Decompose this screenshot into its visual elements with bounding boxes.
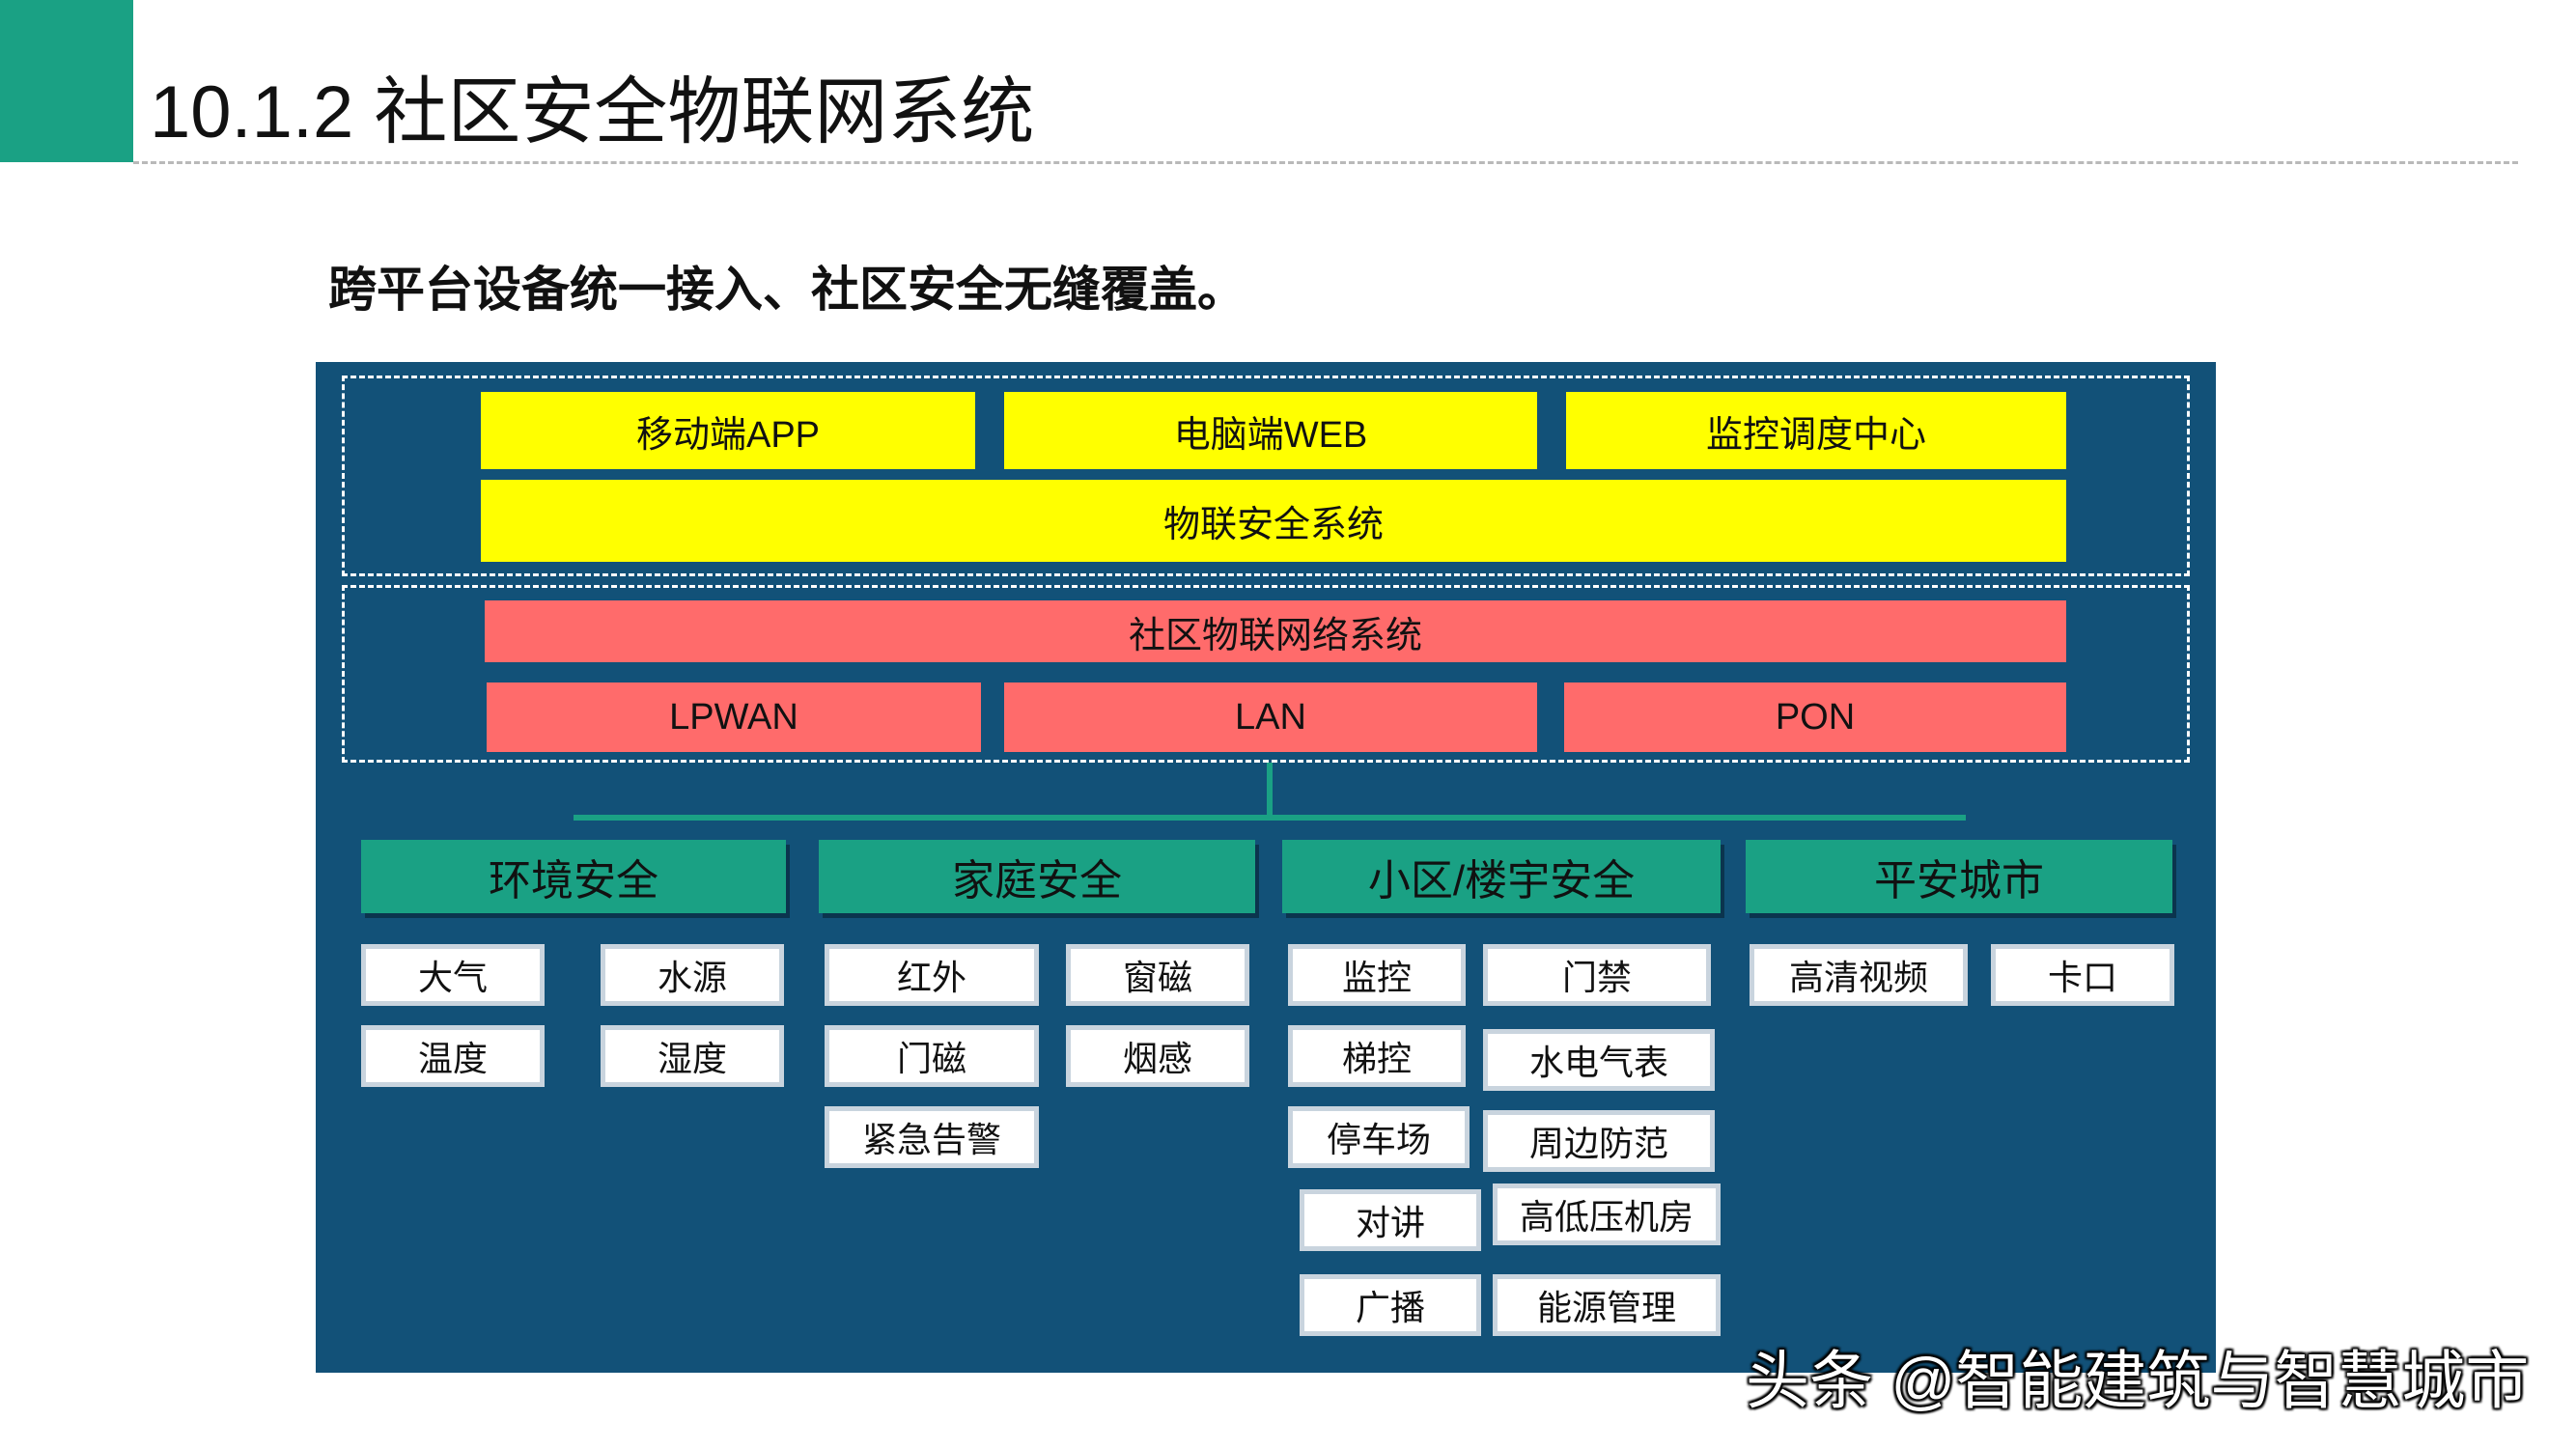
category-safe-city: 平安城市	[1746, 840, 2172, 913]
item-door-magnet: 门磁	[825, 1025, 1039, 1087]
connector-horizontal	[574, 815, 1966, 821]
app-web: 电脑端WEB	[1004, 392, 1537, 469]
title-divider	[133, 161, 2518, 164]
item-checkpoint: 卡口	[1991, 944, 2174, 1006]
community-iot-network: 社区物联网络系统	[485, 600, 2066, 662]
category-community-building: 小区/楼宇安全	[1282, 840, 1721, 913]
item-broadcast: 广播	[1300, 1274, 1481, 1336]
item-utility-meters: 水电气表	[1483, 1029, 1715, 1091]
item-window-magnet: 窗磁	[1066, 944, 1249, 1006]
item-hd-video: 高清视频	[1750, 944, 1968, 1006]
item-humidity: 湿度	[601, 1025, 784, 1087]
network-lan: LAN	[1004, 682, 1537, 752]
page-subtitle: 跨平台设备统一接入、社区安全无缝覆盖。	[328, 263, 1246, 317]
page-title: 10.1.2 社区安全物联网系统	[150, 71, 1035, 153]
category-home: 家庭安全	[819, 840, 1255, 913]
item-power-room: 高低压机房	[1493, 1183, 1721, 1245]
network-pon: PON	[1564, 682, 2066, 752]
accent-bar	[0, 0, 133, 162]
item-perimeter-defense: 周边防范	[1483, 1110, 1715, 1172]
network-layer-group	[342, 585, 2190, 763]
app-monitor-center: 监控调度中心	[1566, 392, 2066, 469]
item-access-control: 门禁	[1483, 944, 1711, 1006]
watermark: 头条 @智能建筑与智慧城市	[1746, 1345, 2530, 1416]
item-smoke-detector: 烟感	[1066, 1025, 1249, 1087]
item-parking-lot: 停车场	[1288, 1106, 1470, 1168]
item-temperature: 温度	[361, 1025, 545, 1087]
item-elevator-control: 梯控	[1288, 1025, 1466, 1087]
category-environment: 环境安全	[361, 840, 786, 913]
connector-vertical	[1267, 763, 1273, 819]
item-surveillance: 监控	[1288, 944, 1466, 1006]
item-water-source: 水源	[601, 944, 784, 1006]
iot-security-system: 物联安全系统	[481, 480, 2066, 562]
item-energy-management: 能源管理	[1493, 1274, 1721, 1336]
application-layer-group	[342, 376, 2190, 576]
app-mobile: 移动端APP	[481, 392, 975, 469]
network-lpwan: LPWAN	[487, 682, 981, 752]
item-infrared: 红外	[825, 944, 1039, 1006]
item-emergency-alarm: 紧急告警	[825, 1106, 1039, 1168]
item-atmosphere: 大气	[361, 944, 545, 1006]
item-intercom: 对讲	[1300, 1189, 1481, 1251]
